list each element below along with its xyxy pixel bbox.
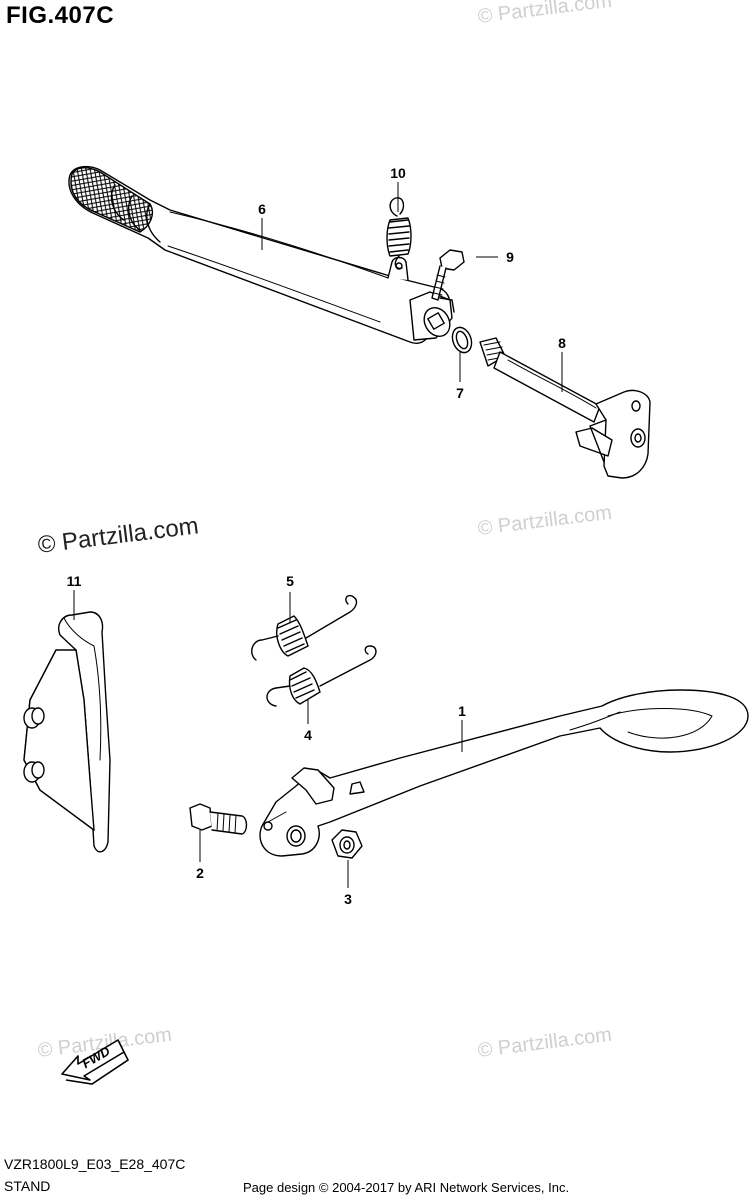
callout-labels: 1 2 3 4 5 6 7 8 9 10 11: [67, 165, 567, 907]
part-1-side-stand: [259, 689, 749, 857]
callout-5: 5: [286, 573, 294, 589]
part-10-spring: [386, 197, 412, 270]
part-9-bolt: [431, 249, 465, 301]
callout-8: 8: [558, 335, 566, 351]
callout-7: 7: [456, 385, 464, 401]
callout-1: 1: [458, 703, 466, 719]
callout-4: 4: [304, 727, 312, 743]
callout-9: 9: [506, 249, 514, 265]
copyright-notice: Page design © 2004-2017 by ARI Network S…: [243, 1180, 570, 1195]
callout-10: 10: [390, 165, 406, 181]
part-2-pivot-bolt: [189, 803, 248, 835]
part-5-spring: [251, 594, 358, 661]
leader-lines: [73, 182, 563, 888]
callout-2: 2: [196, 865, 204, 881]
figure-title: FIG.407C: [6, 2, 115, 29]
part-3-nut: [331, 829, 363, 859]
part-7-o-ring: [451, 326, 473, 354]
part-4-spring: [266, 645, 377, 707]
callout-3: 3: [344, 891, 352, 907]
part-8-pivot-shaft: [479, 337, 651, 479]
callout-6: 6: [258, 201, 266, 217]
figure-code: VZR1800L9_E03_E28_407C: [4, 1156, 186, 1172]
part-6-stand-bar: [68, 165, 455, 344]
part-11-cover-plate: [23, 611, 111, 853]
figure-name: STAND: [4, 1178, 51, 1194]
callout-11: 11: [67, 573, 82, 589]
fwd-arrow-icon: FWD: [61, 1039, 130, 1085]
